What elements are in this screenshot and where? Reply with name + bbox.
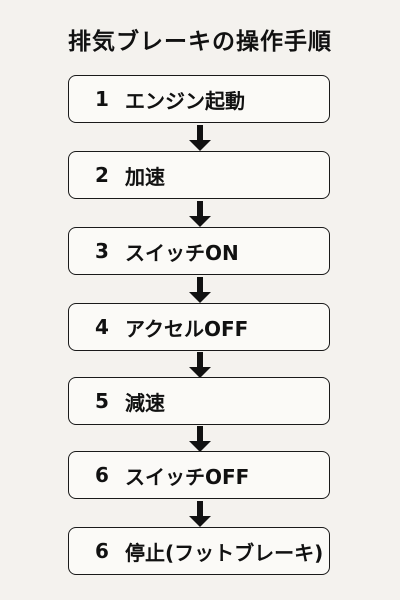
flow-arrow: [189, 125, 211, 153]
step-number: 1: [95, 87, 109, 111]
step-number: 4: [95, 315, 109, 339]
step-box-3: 3 スイッチON: [68, 227, 330, 275]
step-number: 6: [95, 539, 109, 563]
step-label: アクセルOFF: [125, 316, 249, 341]
step-box-4: 4 アクセルOFF: [68, 303, 330, 351]
step-box-7: 6 停止(フットブレーキ): [68, 527, 330, 575]
flow-arrow: [189, 426, 211, 454]
flow-arrow: [189, 352, 211, 380]
flow-arrow: [189, 501, 211, 529]
step-box-1: 1 エンジン起動: [68, 75, 330, 123]
step-label: エンジン起動: [125, 88, 245, 113]
flow-arrow: [189, 201, 211, 229]
step-number: 2: [95, 163, 109, 187]
step-box-2: 2 加速: [68, 151, 330, 199]
step-label: 減速: [125, 390, 165, 415]
step-number: 5: [95, 389, 109, 413]
step-box-5: 5 減速: [68, 377, 330, 425]
flow-arrow: [189, 277, 211, 305]
step-label: 停止(フットブレーキ): [125, 540, 324, 565]
step-label: スイッチON: [125, 240, 239, 265]
step-label: スイッチOFF: [125, 464, 250, 489]
step-label: 加速: [125, 164, 165, 189]
step-box-6: 6 スイッチOFF: [68, 451, 330, 499]
step-number: 6: [95, 463, 109, 487]
diagram-title: 排気ブレーキの操作手順: [68, 29, 332, 55]
step-number: 3: [95, 239, 109, 263]
